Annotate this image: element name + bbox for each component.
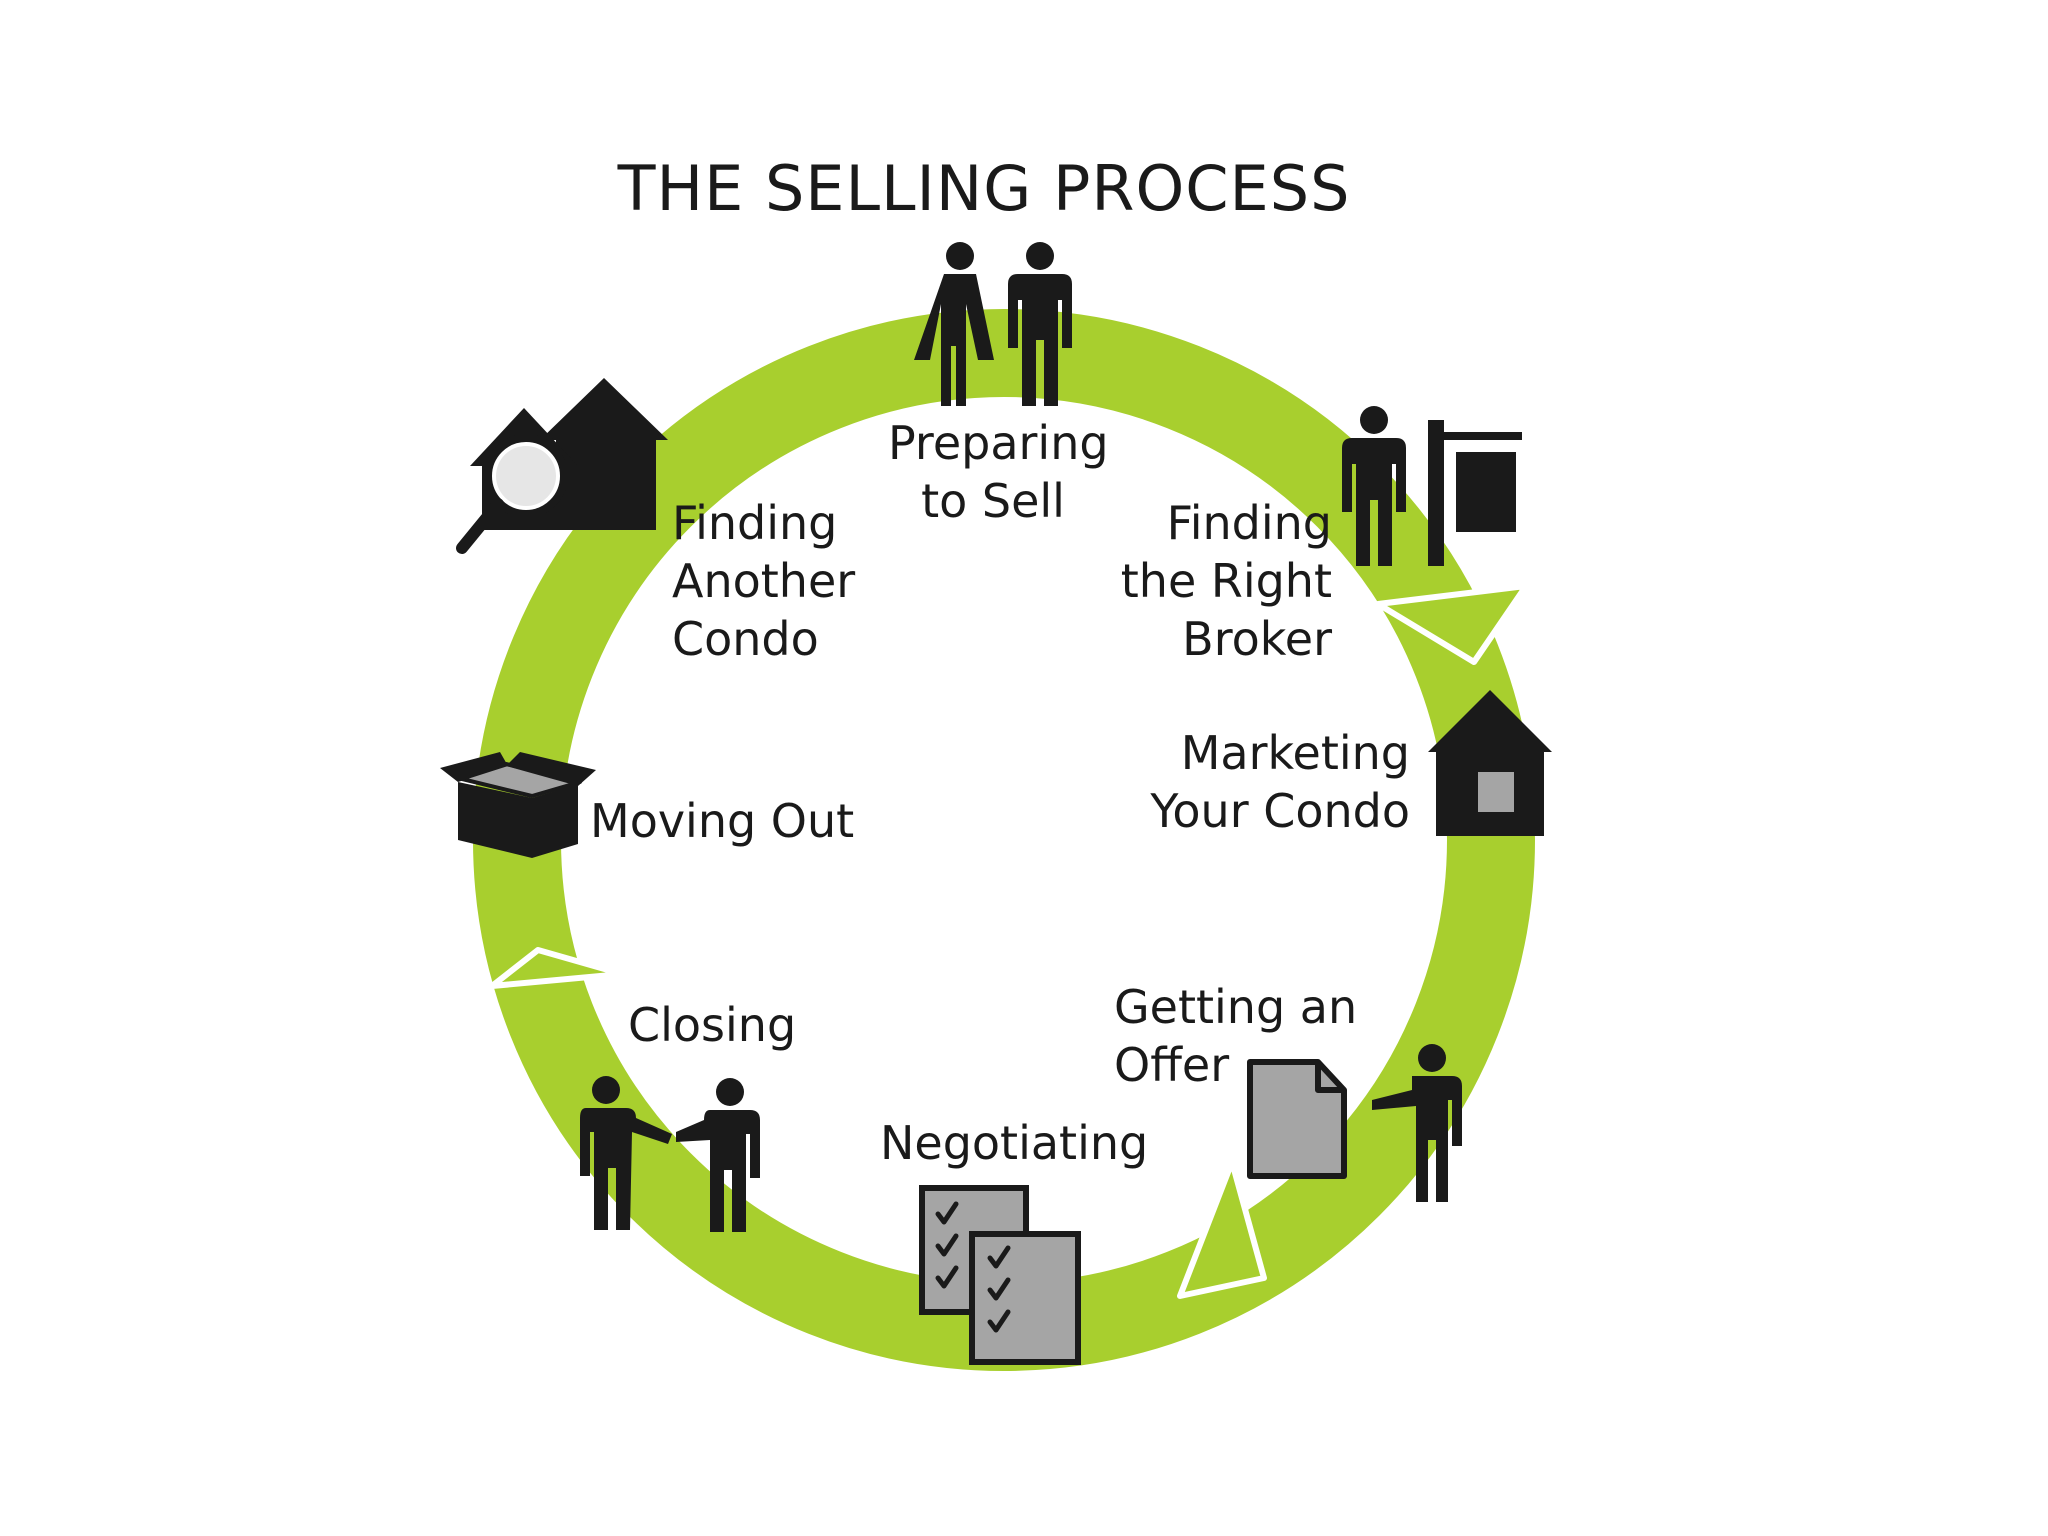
step-label-line: Negotiating bbox=[880, 1116, 1149, 1170]
step-label-broker: Finding the Right Broker bbox=[1110, 494, 1332, 668]
checklist-icon bbox=[919, 1185, 1081, 1365]
step-label-line: Finding bbox=[1166, 496, 1332, 550]
step-label-line: Finding bbox=[672, 496, 838, 550]
step-label-line: the Right bbox=[1120, 554, 1332, 608]
step-label-line: Condo bbox=[672, 612, 819, 666]
arrow-head-bottom-right-icon bbox=[1177, 1159, 1267, 1299]
step-label-line: Offer bbox=[1114, 1038, 1230, 1092]
step-label-marketing: Marketing Your Condo bbox=[1100, 724, 1410, 840]
step-label-moving: Moving Out bbox=[590, 792, 880, 850]
step-label-line: Another bbox=[672, 554, 856, 608]
step-label-line: Broker bbox=[1182, 612, 1332, 666]
diagram-title: THE SELLING PROCESS bbox=[617, 152, 1351, 225]
step-label-line: to Sell bbox=[921, 474, 1065, 528]
box-icon bbox=[440, 752, 596, 858]
step-label-preparing: Preparing to Sell bbox=[888, 414, 1109, 530]
step-label-line: Your Condo bbox=[1150, 784, 1410, 838]
arrow-head-left-icon bbox=[489, 947, 625, 989]
step-label-line: Moving Out bbox=[590, 794, 855, 848]
step-label-offer: Getting an Offer bbox=[1114, 978, 1374, 1094]
offer-document-icon bbox=[1247, 1059, 1347, 1179]
step-label-line: Preparing bbox=[888, 416, 1109, 470]
step-label-line: Closing bbox=[628, 998, 797, 1052]
arrow-head-right-icon bbox=[1375, 583, 1529, 665]
couple-icon bbox=[914, 242, 1072, 406]
step-label-finding: Finding Another Condo bbox=[672, 494, 892, 668]
step-label-line: Marketing bbox=[1180, 726, 1410, 780]
house-icon bbox=[1428, 690, 1552, 836]
step-label-negotiating: Negotiating bbox=[880, 1114, 1149, 1172]
broker-sign-icon bbox=[1342, 406, 1522, 566]
step-label-line: Getting an bbox=[1114, 980, 1358, 1034]
offer-person-icon bbox=[1372, 1044, 1462, 1202]
handshake-icon bbox=[580, 1076, 760, 1232]
house-search-icon bbox=[456, 378, 668, 554]
step-label-closing: Closing bbox=[628, 996, 828, 1054]
